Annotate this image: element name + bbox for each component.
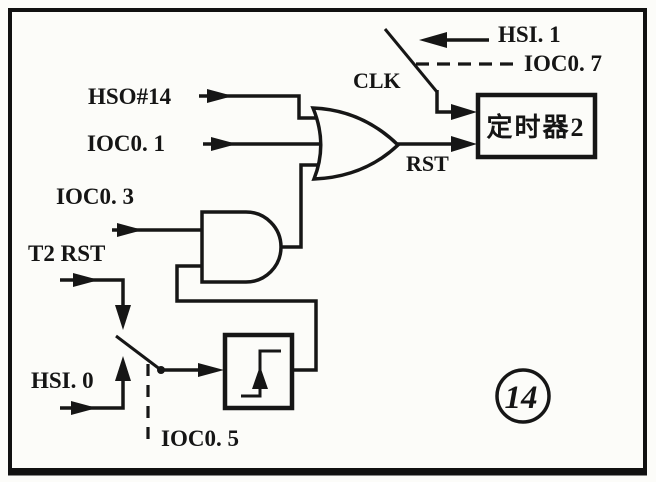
t2-rst-label: T2 RST	[28, 241, 105, 266]
figure-number-circle	[495, 368, 551, 424]
clk-wire	[435, 90, 455, 114]
ioc0-1-arrow-icon	[211, 137, 237, 151]
switch-pivot-dot	[157, 366, 165, 374]
hso14-wire	[199, 94, 322, 120]
hsi1-left-arrow-icon	[419, 32, 447, 48]
clk-label: CLK	[353, 68, 401, 93]
ioc0-5-label: IOC0. 5	[161, 426, 239, 451]
switch-output-arrow-icon	[198, 363, 224, 377]
t2-rst-arrow-icon	[73, 273, 99, 287]
rising-edge-up-arrow-icon	[252, 366, 268, 389]
figure-number-label: 14	[505, 380, 538, 416]
edge-detector-feedback-wire	[175, 264, 318, 372]
rst-arrow-icon	[451, 136, 477, 152]
input-switch-blade	[115, 334, 162, 372]
and-gate	[200, 210, 283, 284]
and-to-or-wire	[281, 163, 322, 249]
ioc0-3-label: IOC0. 3	[56, 184, 134, 209]
hsi1-label: HSI. 1	[498, 22, 561, 47]
hso14-arrow-icon	[207, 89, 233, 103]
timer2-box	[475, 92, 598, 160]
hsi0-up-arrow-icon	[115, 356, 131, 381]
ioc0-3-arrow-icon	[117, 223, 143, 237]
t2-rst-wire	[60, 278, 125, 312]
hsi0-label: HSI. 0	[31, 368, 94, 393]
hso14-label: HSO#14	[88, 84, 172, 109]
clk-switch-blade	[383, 28, 439, 93]
ioc0-1-label: IOC0. 1	[87, 131, 165, 156]
hsi0-arrow-icon	[71, 401, 97, 415]
t2-rst-down-arrow-icon	[115, 305, 131, 330]
ioc0-7-label: IOC0. 7	[524, 51, 602, 76]
clk-arrow-icon	[451, 104, 477, 120]
timer2-box-label: 定时器2	[486, 112, 585, 142]
or-gate	[310, 106, 401, 181]
rst-label: RST	[406, 151, 449, 176]
